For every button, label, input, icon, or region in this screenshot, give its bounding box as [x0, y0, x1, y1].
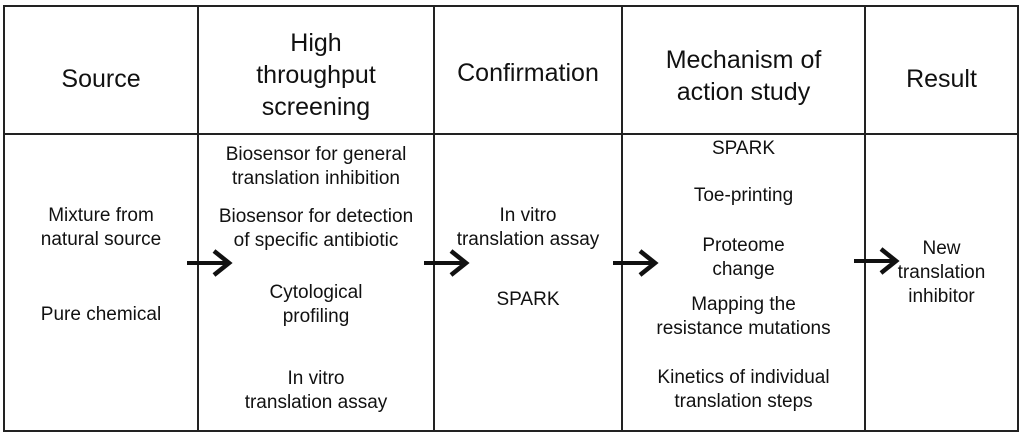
hts-item-cytological-profiling: Cytological profiling	[269, 282, 363, 327]
confirmation-item-spark: SPARK	[496, 289, 560, 310]
header-source: Source	[61, 65, 141, 93]
column-divider	[621, 5, 623, 432]
header-high-throughput-screening: High throughput screening	[256, 29, 376, 121]
header-confirmation: Confirmation	[457, 59, 599, 87]
source-item-mixture: Mixture from natural source	[40, 205, 162, 250]
moa-item-toe-printing: Toe-printing	[693, 185, 794, 206]
moa-item-resistance-mapping: Mapping the resistance mutations	[656, 294, 831, 339]
moa-item-spark: SPARK	[711, 138, 775, 159]
arrow-right-icon	[424, 249, 470, 277]
moa-item-proteome-change: Proteome change	[702, 235, 785, 280]
column-divider	[433, 5, 435, 432]
arrow-right-icon	[613, 249, 659, 277]
header-mechanism-of-action: Mechanism of action study	[665, 46, 822, 106]
source-item-pure-chemical: Pure chemical	[40, 304, 162, 325]
hts-item-in-vitro-assay: In vitro translation assay	[244, 368, 388, 413]
moa-item-kinetics: Kinetics of individual translation steps	[657, 367, 830, 412]
result-new-inhibitor: New translation inhibitor	[897, 238, 986, 307]
column-divider	[864, 5, 866, 432]
header-divider	[3, 133, 1019, 135]
hts-item-specific-biosensor: Biosensor for detection of specific anti…	[218, 206, 414, 251]
header-result: Result	[906, 65, 977, 93]
column-divider	[197, 5, 199, 432]
arrow-right-icon	[187, 249, 233, 277]
hts-item-general-biosensor: Biosensor for general translation inhibi…	[225, 144, 407, 189]
confirmation-item-in-vitro-assay: In vitro translation assay	[456, 205, 600, 250]
arrow-right-icon	[854, 247, 900, 275]
table-frame	[3, 5, 1019, 432]
